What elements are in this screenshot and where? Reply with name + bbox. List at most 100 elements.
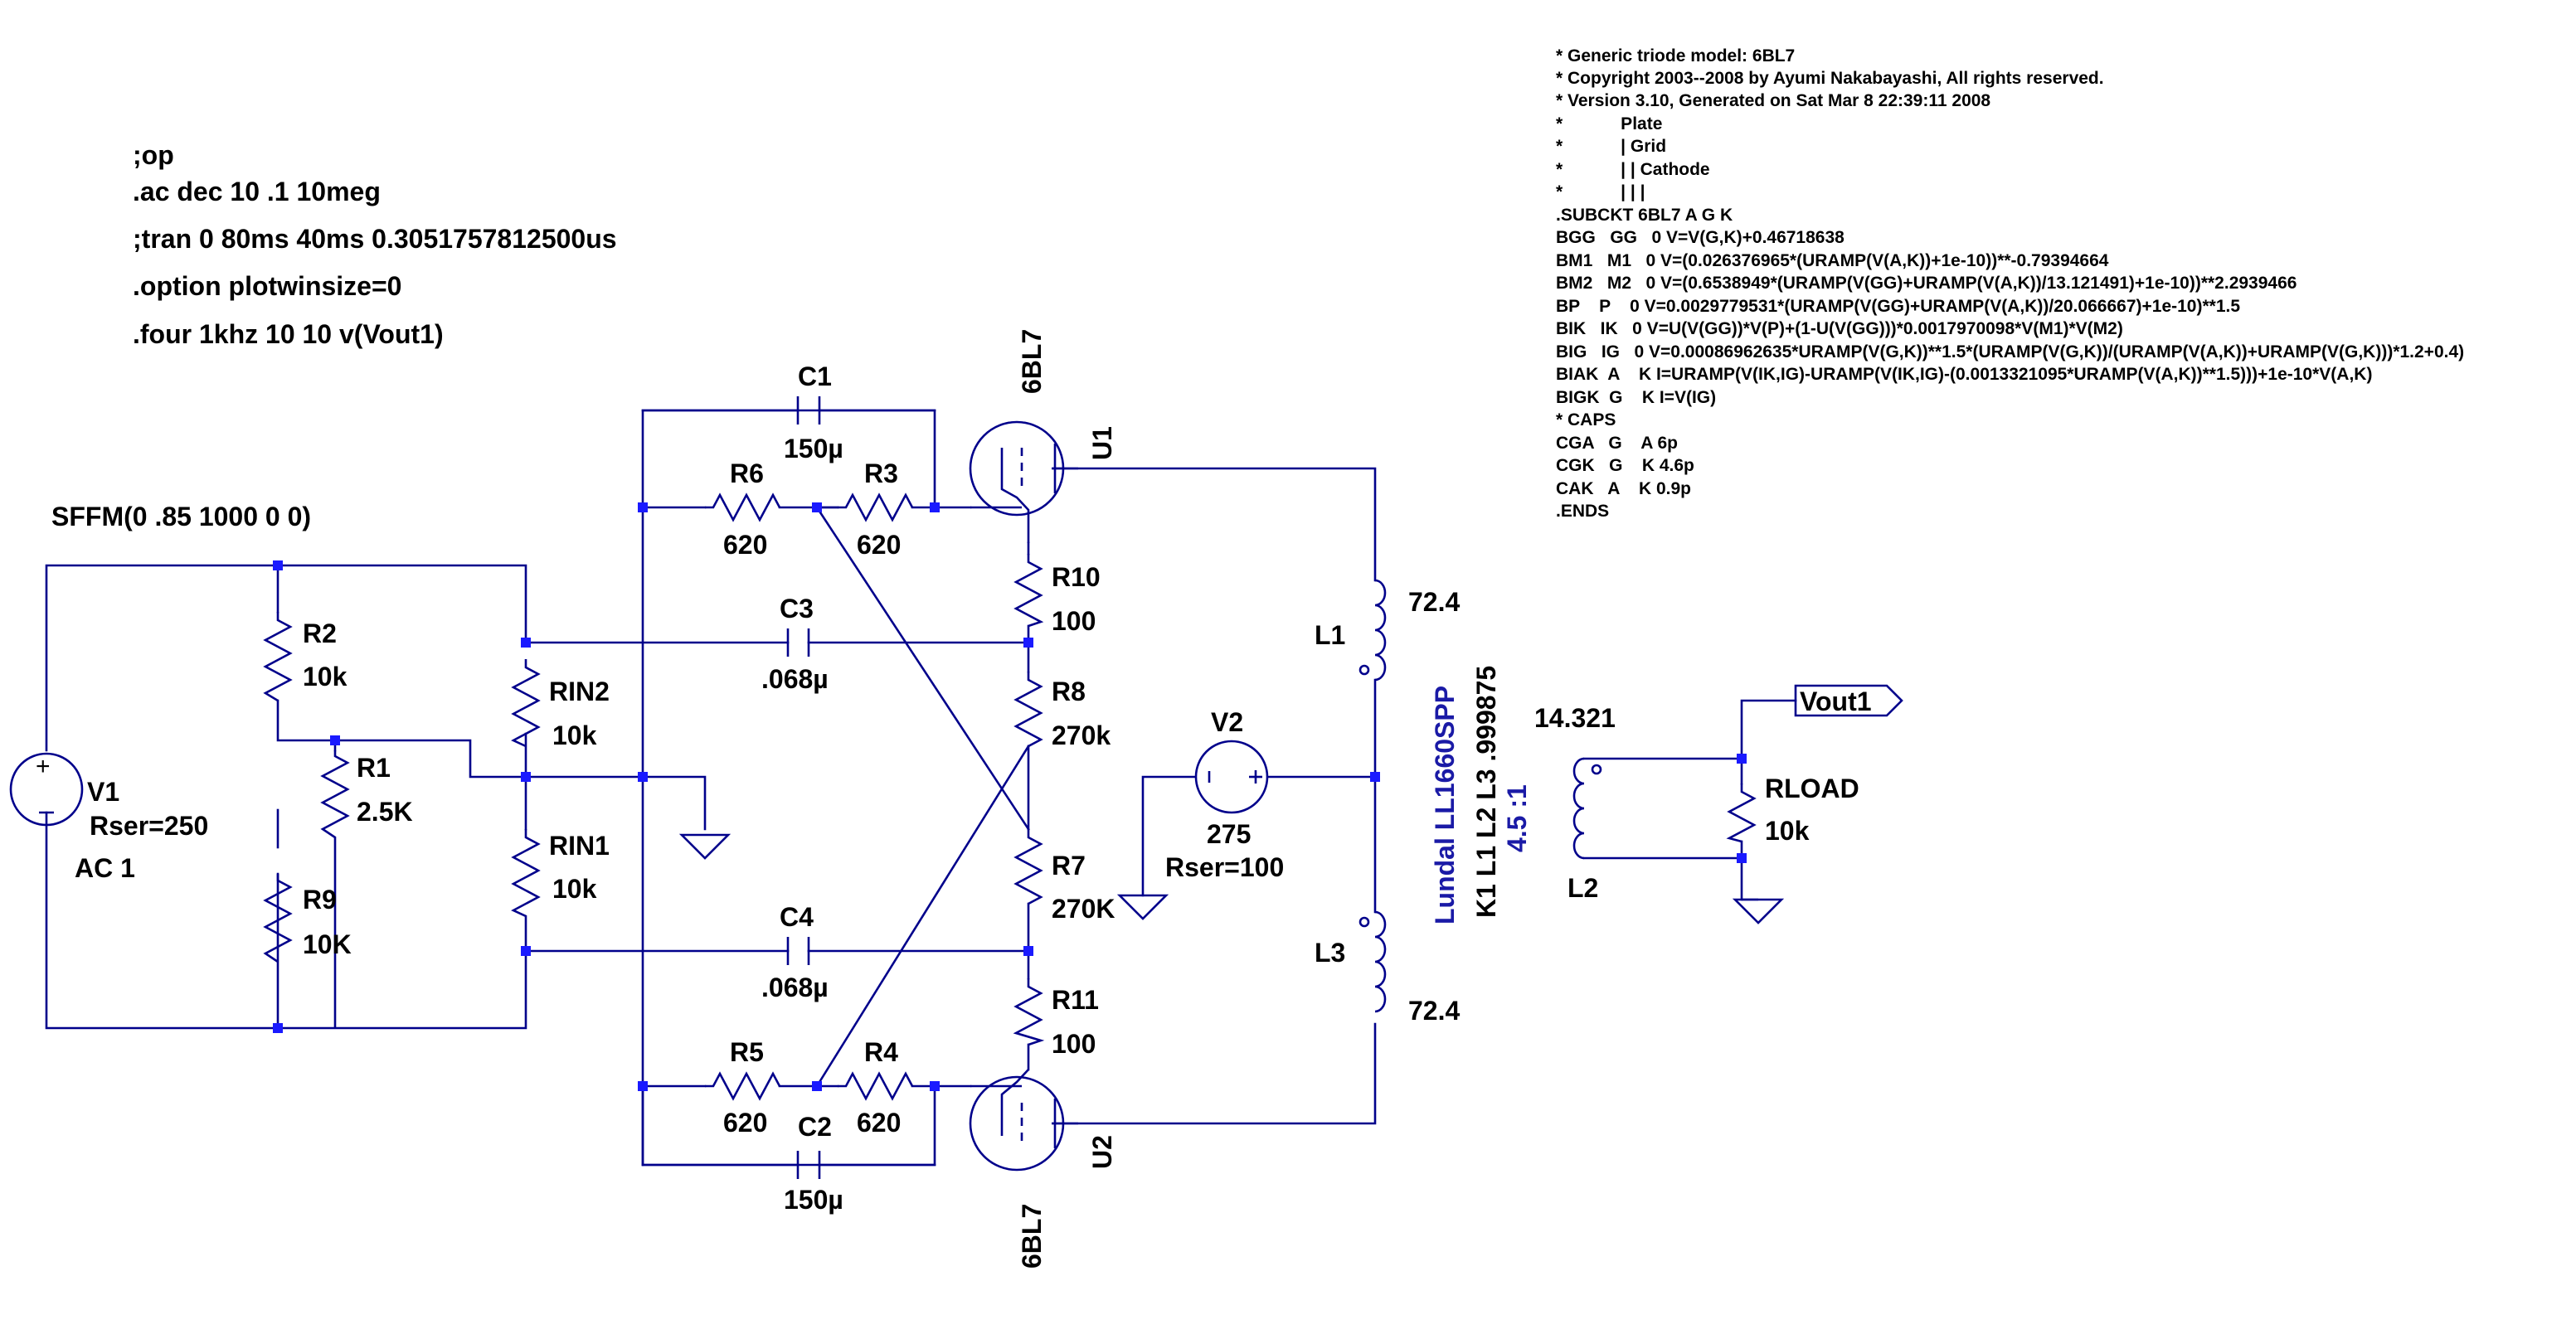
capacitor-c1[interactable] <box>796 396 821 425</box>
l3-name: L3 <box>1315 938 1345 968</box>
rin2-name: RIN2 <box>549 677 610 706</box>
r8-name: R8 <box>1052 677 1086 706</box>
wire[interactable] <box>815 506 1030 831</box>
tube-model-text[interactable]: * Generic triode model: 6BL7 * Copyright… <box>1556 46 2464 521</box>
c2-value: 150µ <box>784 1185 843 1215</box>
resistor-r7[interactable] <box>1013 829 1043 905</box>
r1-value: 2.5K <box>357 797 413 827</box>
v2-name: V2 <box>1211 707 1243 737</box>
c1-name: C1 <box>798 361 832 391</box>
resistor-r8[interactable] <box>1013 672 1043 748</box>
c4-value: .068µ <box>761 973 829 1002</box>
model-line: * Version 3.10, Generated on Sat Mar 8 2… <box>1556 91 1990 110</box>
r11-name: R11 <box>1052 985 1099 1015</box>
plus-sign: + <box>36 753 51 780</box>
r10-name: R10 <box>1052 562 1101 592</box>
rload-name: RLOAD <box>1765 774 1859 803</box>
v1-ac-label: AC 1 <box>75 853 135 883</box>
r3-value: 620 <box>857 530 901 560</box>
inductor-l1[interactable] <box>1358 579 1387 682</box>
r4-value: 620 <box>857 1108 901 1138</box>
wire[interactable] <box>45 564 527 752</box>
model-line: BIGK G K I=V(IG) <box>1556 388 1716 407</box>
net-label-vout1[interactable] <box>1794 684 1903 717</box>
capacitor-c3[interactable] <box>786 628 810 657</box>
model-line: BIG IG 0 V=0.00086962635*URAMP(V(G,K))**… <box>1556 342 2464 361</box>
source-circle <box>9 752 84 827</box>
wire[interactable] <box>1052 467 1377 582</box>
voltage-source-v2[interactable] <box>1194 740 1269 814</box>
model-line: BGG GG 0 V=V(G,K)+0.46718638 <box>1556 228 1845 247</box>
wire[interactable] <box>1052 1022 1377 1125</box>
wire[interactable] <box>1582 699 1797 760</box>
wires <box>45 409 1797 1167</box>
transformer-model: Lundal LL1660SPP <box>1430 686 1460 924</box>
model-line: .ENDS <box>1556 502 1609 521</box>
ground-symbol <box>678 833 731 860</box>
spice-directives: ;op .ac dec 10 .1 10meg ;tran 0 80ms 40m… <box>133 140 617 349</box>
model-line: BIK IK 0 V=U(V(GG))*V(P)+(1-U(V(GG)))*0.… <box>1556 319 2123 338</box>
r9-name: R9 <box>303 885 337 914</box>
directive-four[interactable]: .four 1khz 10 10 v(Vout1) <box>133 319 444 349</box>
r7-value: 270K <box>1052 894 1115 924</box>
rin2-value: 10k <box>552 720 597 750</box>
model-line: BIAK A K I=URAMP(V(IK,IG)-URAMP(V(IK,IG)… <box>1556 365 2372 384</box>
c3-value: .068µ <box>761 664 829 694</box>
rin1-value: 10k <box>552 874 597 904</box>
resistor-rin2[interactable] <box>511 659 541 748</box>
l1-value: 72.4 <box>1408 587 1460 617</box>
r2-name: R2 <box>303 619 337 648</box>
resistor-rin1[interactable] <box>511 829 541 951</box>
inductor-l3[interactable] <box>1358 910 1387 1013</box>
v1-name-label: V1 <box>87 777 119 807</box>
inductor-l2[interactable] <box>1572 757 1602 860</box>
model-line: BM1 M1 0 V=(0.026376965*(URAMP(V(A,K))+1… <box>1556 251 2109 270</box>
resistor-r11[interactable] <box>1013 978 1045 1046</box>
r4-name: R4 <box>864 1037 898 1067</box>
model-line: BM2 M2 0 V=(0.6538949*(URAMP(V(GG)+URAMP… <box>1556 274 2297 293</box>
model-line: CGK G K 4.6p <box>1556 456 1694 475</box>
resistor-r1[interactable] <box>320 750 350 1028</box>
vout1-label: Vout1 <box>1800 686 1872 716</box>
resistor-r4[interactable] <box>838 1071 914 1101</box>
coupling-directive[interactable]: K1 L1 L2 L3 .999875 <box>1471 666 1501 918</box>
resistor-r5[interactable] <box>705 1071 781 1101</box>
wire[interactable] <box>1582 856 1743 901</box>
rload-value: 10k <box>1765 816 1810 846</box>
u1-model: 6BL7 <box>1017 329 1047 394</box>
capacitor-c2[interactable] <box>796 1151 821 1179</box>
directive-option[interactable]: .option plotwinsize=0 <box>133 271 401 301</box>
capacitor-c4[interactable] <box>786 937 810 965</box>
resistor-r9[interactable] <box>263 874 293 963</box>
wire[interactable] <box>524 775 707 831</box>
r10-value: 100 <box>1052 606 1096 636</box>
l2-name: L2 <box>1567 873 1598 903</box>
v2-rser: Rser=100 <box>1165 852 1284 882</box>
directive-tran[interactable]: ;tran 0 80ms 40ms 0.3051757812500us <box>133 224 617 254</box>
wire[interactable] <box>276 699 337 742</box>
model-line: * Generic triode model: 6BL7 <box>1556 46 1795 65</box>
rin1-name: RIN1 <box>549 831 610 861</box>
directive-op[interactable]: ;op <box>133 140 174 170</box>
r3-name: R3 <box>864 458 898 488</box>
voltage-source-v1[interactable]: + <box>9 752 84 827</box>
model-line: * | | Cathode <box>1556 160 1710 179</box>
resistor-r3[interactable] <box>838 492 914 522</box>
u1-name: U1 <box>1087 426 1117 460</box>
resistor-r10[interactable] <box>1013 554 1044 628</box>
wire[interactable] <box>1141 775 1196 897</box>
resistor-r6[interactable] <box>705 492 781 522</box>
model-line: * | Grid <box>1556 137 1666 156</box>
wire[interactable] <box>333 739 527 779</box>
resistor-r2[interactable] <box>263 612 293 702</box>
wire[interactable] <box>45 811 527 1030</box>
transformer-ratio: 4.5 :1 <box>1502 784 1532 852</box>
triode-u1[interactable] <box>969 420 1078 543</box>
directive-ac[interactable]: .ac dec 10 .1 10meg <box>133 177 381 206</box>
model-line: * | | | <box>1556 182 1645 201</box>
wire[interactable] <box>815 745 1030 1088</box>
model-line: CAK A K 0.9p <box>1556 479 1691 498</box>
triode-u2[interactable] <box>969 1069 1078 1172</box>
resistor-rload[interactable] <box>1726 784 1757 843</box>
